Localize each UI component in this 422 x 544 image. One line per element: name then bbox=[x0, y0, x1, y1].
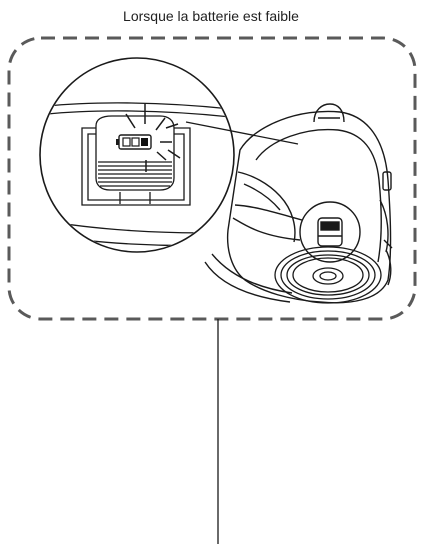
battery-indicator-icon bbox=[116, 134, 152, 150]
indicator-small-circle bbox=[299, 201, 361, 263]
robot-body bbox=[204, 103, 393, 304]
callout-pointer bbox=[232, 204, 303, 241]
magnifier-circle bbox=[39, 57, 299, 253]
bottom-disc bbox=[274, 246, 382, 304]
figure-caption: Lorsque la batterie est faible bbox=[123, 8, 299, 24]
blink-rays-icon bbox=[125, 104, 181, 172]
